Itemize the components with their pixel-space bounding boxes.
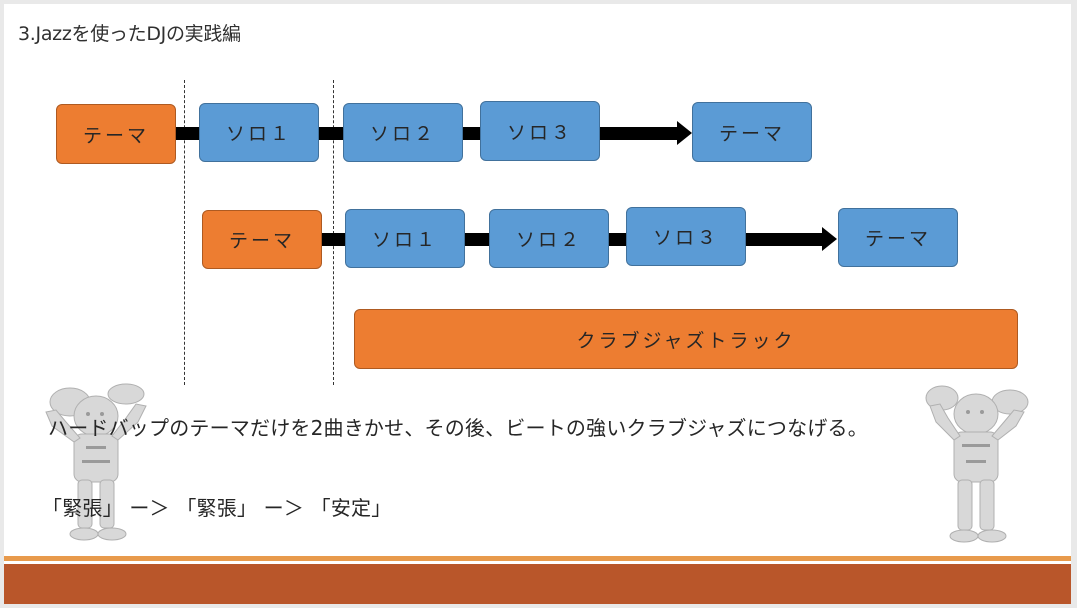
flow-text: 「緊張」 ー＞ 「緊張」 ー＞ 「安定」 — [42, 496, 392, 520]
jazz-musician-illustration-left — [45, 383, 147, 541]
row2-theme-end-box: テーマ — [838, 208, 958, 267]
row2-connector — [319, 233, 349, 246]
row2-connector — [463, 233, 493, 246]
slide: 3.Jazzを使ったDJの実践編 テーマ ソロ１ ソロ２ ソロ３ テーマ テーマ… — [4, 4, 1071, 604]
row1-arrow-shaft — [599, 127, 679, 140]
slide-title: 3.Jazzを使ったDJの実践編 — [18, 23, 241, 45]
row2-arrow-shaft — [744, 233, 824, 246]
dashed-guide-left — [184, 80, 185, 385]
row1-theme-end-box: テーマ — [692, 102, 812, 162]
row1-theme-start-box: テーマ — [56, 104, 176, 164]
footer-accent-line — [4, 556, 1071, 561]
row1-solo3-box: ソロ３ — [480, 101, 600, 161]
row1-connector — [318, 127, 348, 140]
dashed-guide-right — [333, 80, 334, 385]
row2-solo3-box: ソロ３ — [626, 207, 746, 266]
row1-solo1-box: ソロ１ — [199, 103, 319, 162]
row1-solo2-box: ソロ２ — [343, 103, 463, 162]
footer-bar — [4, 564, 1071, 604]
row1-connector — [174, 127, 204, 140]
jazz-musician-illustration-right — [925, 385, 1029, 543]
row2-arrowhead — [822, 227, 837, 251]
row2-solo2-box: ソロ２ — [489, 209, 609, 268]
row2-theme-start-box: テーマ — [202, 210, 322, 269]
row2-solo1-box: ソロ１ — [345, 209, 465, 268]
club-jazz-track-box: クラブジャズトラック — [354, 309, 1018, 369]
row1-arrowhead — [677, 121, 692, 145]
description-text: ハードバップのテーマだけを2曲きかせ、その後、ビートの強いクラブジャズにつなげる… — [48, 416, 868, 440]
